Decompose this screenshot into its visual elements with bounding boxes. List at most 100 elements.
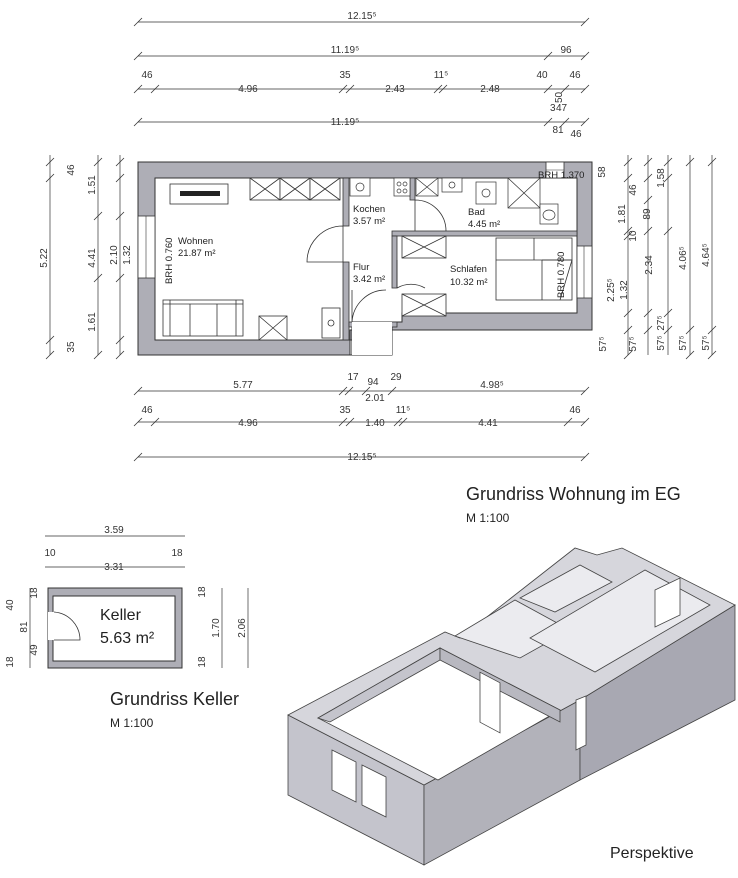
dimension-tick: [623, 231, 633, 241]
dim-left-outer-2: 35: [66, 341, 77, 353]
dimension-lines: [49, 21, 713, 458]
dim-keller-right-3: 2.06: [237, 618, 248, 638]
wall-flur-schlafen: [391, 235, 398, 289]
dimension-tick: [115, 211, 125, 221]
dim-bottom-row2-6: 46: [569, 405, 581, 416]
dim-top-row3-3: 2.43: [385, 84, 405, 95]
dimension-tick: [338, 417, 348, 427]
dimension-tick: [580, 84, 590, 94]
room-name-wohnen: Wohnen: [178, 236, 213, 247]
dimension-tick: [707, 325, 717, 335]
dimension-tick: [623, 173, 633, 183]
dim-bottom-row1-1: 17: [347, 372, 359, 383]
dimension-tick: [663, 226, 673, 236]
dimension-tick: [433, 84, 443, 94]
dim-top-row3-5: 2.48: [480, 84, 500, 95]
wardrobe-schlafen: [401, 235, 447, 317]
door-wohnen: [306, 225, 344, 263]
dim-bottom-row2-2: 35: [339, 405, 351, 416]
keller-title: Grundriss Keller: [110, 689, 239, 709]
dim-top-row4-1: 81: [552, 125, 564, 136]
dim-top-row2-a: 11.19⁵: [331, 45, 359, 56]
dimension-tick: [543, 51, 553, 61]
dimension-tick: [438, 84, 448, 94]
dimension-tick: [623, 325, 633, 335]
dim-keller-right-0: 18: [197, 586, 208, 598]
room-name-flur: Flur: [353, 262, 369, 273]
dimension-tick: [685, 350, 695, 360]
dim-top-row3-0: 46: [141, 70, 153, 81]
dim-bottom-row1-3: 29: [390, 372, 402, 383]
persp-door-right: [575, 695, 587, 751]
room-name-bad: Bad: [468, 207, 485, 218]
dim-keller-left-3: 49: [29, 644, 40, 656]
dim-bottom-row2-1: 4.96: [238, 418, 258, 429]
dimension-tick: [580, 51, 590, 61]
bed: [495, 237, 573, 301]
dimension-tick: [93, 157, 103, 167]
dim-right-col4-0: 4.06⁵: [678, 246, 689, 270]
dim-right-col2-0: 46: [628, 184, 639, 196]
dimension-tick: [398, 417, 408, 427]
dimension-tick: [115, 157, 125, 167]
dimension-tick: [543, 84, 553, 94]
dim-keller-top: 3.59: [104, 525, 124, 536]
dimension-tick: [580, 117, 590, 127]
room-area-bad: 4.45 m²: [468, 219, 500, 230]
dim-right-col3-2: 57⁵: [656, 335, 667, 350]
dim-right-col5-0: 4.64⁵: [701, 243, 712, 267]
dim-bottom-row1-0: 5.77: [233, 380, 253, 391]
dimension-tick: [643, 157, 653, 167]
room-name-schlafen: Schlafen: [450, 264, 487, 275]
room-area-kochen: 3.57 m²: [353, 216, 385, 227]
dimension-tick: [387, 386, 397, 396]
dimension-tick: [133, 452, 143, 462]
dimension-tick: [543, 117, 553, 127]
dimension-tick: [580, 386, 590, 396]
dimension-tick: [345, 417, 355, 427]
dim-texts-bottom: 5.77 17 94 29 4.98⁵ 2.01 46 4.96 35 1.40…: [141, 372, 581, 463]
kitchen-unit: [349, 177, 439, 197]
dim-right-col1-2: 10: [628, 230, 639, 242]
dimension-tick: [643, 173, 653, 183]
dim-keller-right-1: 1.70: [211, 618, 222, 638]
dimension-tick: [133, 417, 143, 427]
dim-keller-left-4: 18: [5, 656, 16, 668]
dimension-tick: [707, 157, 717, 167]
dim-right-col2-2: 1.32: [619, 280, 630, 300]
dim-top-small-2: 50: [554, 91, 565, 103]
bathroom-fixtures: [441, 177, 559, 225]
dimension-tick: [560, 84, 570, 94]
perspective-label: Perspektive: [610, 845, 694, 862]
wall-bad-bottom: [391, 230, 578, 237]
dimension-tick: [93, 350, 103, 360]
dimension-tick: [663, 157, 673, 167]
window-wohnen-left: [137, 215, 156, 279]
persp-door: [479, 671, 501, 734]
dim-left-inner-1: 4.41: [87, 248, 98, 268]
dimension-tick: [45, 335, 55, 345]
dim-bottom-row1b-0: 2.01: [365, 393, 385, 404]
dim-bottom-row1-4: 4.98⁵: [480, 380, 504, 391]
dimension-tick: [663, 173, 673, 183]
armchair-box: [258, 315, 288, 341]
dim-top-row3-4: 11⁵: [434, 70, 449, 81]
dimension-tick: [580, 17, 590, 27]
dim-keller-row2-1: 3.31: [104, 562, 124, 573]
dimension-tick: [45, 157, 55, 167]
brh-schlafen: BRH 0.780: [556, 252, 567, 298]
dim-right-col4-1: 57⁵: [678, 335, 689, 350]
dimension-tick: [150, 417, 160, 427]
room-area-keller: 5.63 m²: [100, 630, 155, 647]
dimension-tick: [338, 84, 348, 94]
dim-right-col1-3: 2.25⁵: [606, 278, 617, 302]
dim-left-window-1: 1.32: [122, 245, 133, 265]
dimension-tick: [707, 350, 717, 360]
dimension-tick: [643, 226, 653, 236]
dimension-tick: [45, 173, 55, 183]
dim-texts-top: 12.15⁵ 11.19⁵ 96 46 4.96 35 2.43 11⁵ 2.4…: [141, 11, 582, 140]
dim-left-inner-0: 1.51: [87, 175, 98, 195]
dimension-tick: [623, 226, 633, 236]
dimension-tick: [623, 157, 633, 167]
